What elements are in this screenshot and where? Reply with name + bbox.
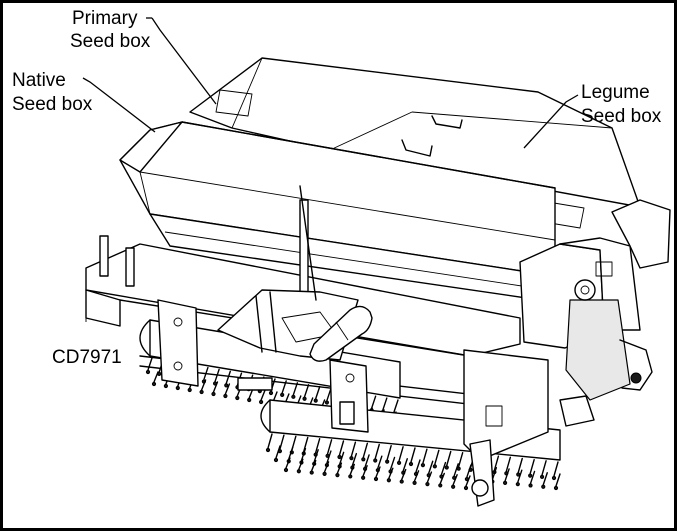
legume-leader-line [523, 94, 579, 149]
hitch-assembly [217, 185, 373, 362]
figure-code: CD7971 [52, 347, 122, 368]
right-side-plate [463, 349, 549, 507]
drive-housing [519, 199, 671, 427]
native-seed-box [119, 121, 556, 301]
primary-leader-line [151, 17, 217, 105]
legume-label-line1: Legume [581, 82, 650, 103]
legume-label-line2: Seed box [581, 106, 662, 127]
mount-brackets [157, 299, 369, 433]
native-leader-line [82, 77, 156, 133]
native-label-line2: Seed box [12, 94, 93, 115]
primary-label-line1: Primary [72, 8, 138, 29]
native-label-line1: Native [12, 70, 66, 91]
primary-label-line2: Seed box [70, 31, 151, 52]
